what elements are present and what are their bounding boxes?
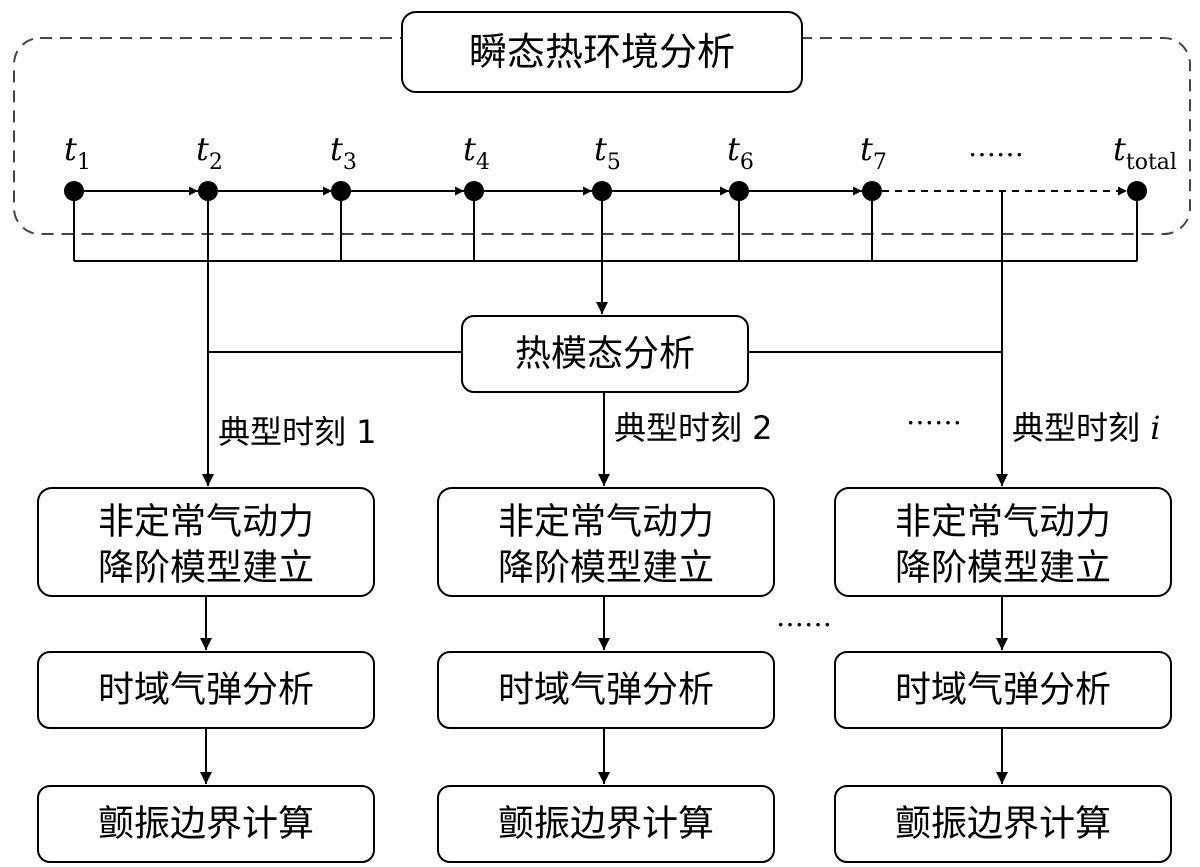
timepoint-label: t3 bbox=[330, 130, 357, 175]
modal-analysis-text: 热模态分析 bbox=[515, 334, 695, 375]
flutter-box bbox=[37, 785, 375, 863]
flutter-text: 颤振边界计算 bbox=[895, 804, 1111, 845]
aeroelastic-text: 时域气弹分析 bbox=[895, 670, 1111, 711]
timepoint-label: t2 bbox=[196, 130, 223, 175]
timepoint-label: t5 bbox=[594, 130, 621, 175]
timepoint-label: ttotal bbox=[1113, 130, 1177, 175]
rom-box bbox=[437, 487, 775, 597]
rom-box-line2: 降阶模型建立 bbox=[498, 548, 714, 589]
aeroelastic-box bbox=[437, 651, 775, 729]
column-1: 非定常气动力 降阶模型建立 时域气弹分析 颤振边界计算 bbox=[37, 487, 375, 863]
timepoint-label: t4 bbox=[463, 130, 490, 175]
column-2: 非定常气动力 降阶模型建立 时域气弹分析 颤振边界计算 bbox=[437, 487, 775, 863]
timepoint-label: t1 bbox=[64, 130, 91, 175]
branch-ellipsis: …… bbox=[906, 398, 962, 431]
flutter-text: 颤振边界计算 bbox=[498, 804, 714, 845]
rom-box-line1: 非定常气动力 bbox=[895, 502, 1111, 543]
aeroelastic-text: 时域气弹分析 bbox=[98, 670, 314, 711]
timepoint-label: t6 bbox=[727, 130, 754, 175]
flutter-text: 颤振边界计算 bbox=[98, 804, 314, 845]
title-text: 瞬态热环境分析 bbox=[469, 30, 735, 74]
flutter-box bbox=[834, 785, 1172, 863]
aeroelastic-text: 时域气弹分析 bbox=[498, 670, 714, 711]
timeline-ellipsis: …… bbox=[968, 130, 1024, 163]
rom-box-line1: 非定常气动力 bbox=[98, 502, 314, 543]
branch-label-1: 典型时刻 1 bbox=[218, 413, 377, 451]
rom-box-line2: 降阶模型建立 bbox=[895, 548, 1111, 589]
branch-label-3: 典型时刻 i bbox=[1012, 409, 1160, 447]
rom-box-line1: 非定常气动力 bbox=[498, 502, 714, 543]
collector-lines bbox=[73, 191, 1138, 314]
column-3: 非定常气动力 降阶模型建立 时域气弹分析 颤振边界计算 bbox=[834, 487, 1172, 863]
branch-label-2: 典型时刻 2 bbox=[614, 409, 773, 447]
rom-box-line2: 降阶模型建立 bbox=[98, 548, 314, 589]
columns-ellipsis: …… bbox=[776, 600, 832, 633]
title-box bbox=[401, 11, 803, 93]
timepoint-label: t7 bbox=[860, 130, 887, 175]
branch-connectors bbox=[202, 191, 1008, 486]
timepoint-labels: t1 t2 t3 t4 t5 t6 t7 ttotal bbox=[64, 130, 1177, 175]
flutter-box bbox=[437, 785, 775, 863]
